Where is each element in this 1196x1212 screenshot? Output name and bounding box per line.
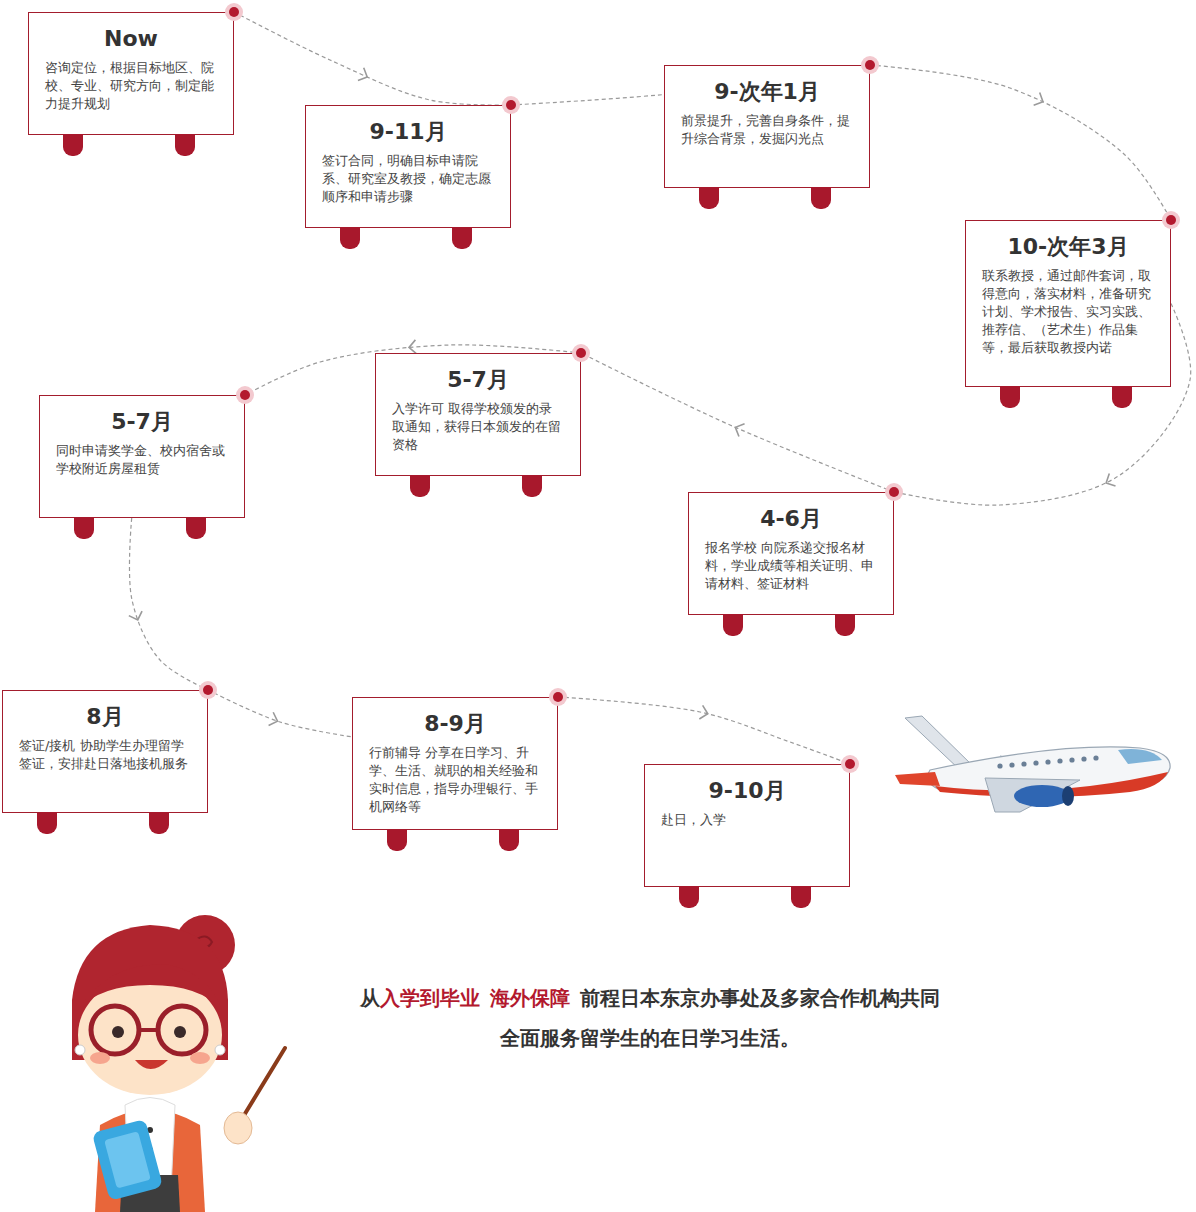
- timeline-dot: [865, 60, 875, 70]
- timeline-dot: [553, 692, 563, 702]
- timeline-dot: [889, 487, 899, 497]
- dashed-connector: [129, 518, 208, 690]
- caption-text: 前程日本东京办事处及多家合作机构共同: [580, 986, 940, 1010]
- period-heading: Now: [45, 25, 217, 53]
- period-heading: 5-7月: [56, 408, 228, 436]
- timeline-box: 5-7月同时申请奖学金、校内宿舍或学校附近房屋租赁: [39, 395, 245, 518]
- box-tab: [340, 227, 360, 249]
- dashed-connector: [870, 65, 1171, 220]
- arrow-chevron: [1034, 93, 1046, 109]
- box-tab: [175, 134, 195, 156]
- dashed-connector: [234, 12, 511, 105]
- timeline-box: 9-次年1月前景提升，完善自身条件，提升综合背景，发掘闪光点: [664, 65, 870, 188]
- period-heading: 5-7月: [392, 366, 564, 394]
- arrow-chevron: [269, 712, 280, 728]
- dashed-connector: [208, 690, 352, 737]
- arrow-chevron: [358, 68, 370, 84]
- box-tab: [149, 812, 169, 834]
- timeline-box: 10-次年3月联系教授，通过邮件套词，取得意向，落实材料，准备研究计划、学术报告…: [965, 220, 1171, 387]
- timeline-dot: [576, 348, 586, 358]
- arrow-chevron: [733, 421, 745, 437]
- step-description: 报名学校 向院系递交报名材料，学业成绩等相关证明、申请材料、签证材料: [705, 539, 877, 593]
- box-tab: [699, 187, 719, 209]
- timeline-box: 8月签证/接机 协助学生办理留学签证，安排赴日落地接机服务: [2, 690, 208, 813]
- timeline-dot: [240, 390, 250, 400]
- step-description: 前景提升，完善自身条件，提升综合背景，发掘闪光点: [681, 112, 853, 148]
- period-heading: 10-次年3月: [982, 233, 1154, 261]
- box-tab: [811, 187, 831, 209]
- timeline-box: 4-6月报名学校 向院系递交报名材料，学业成绩等相关证明、申请材料、签证材料: [688, 492, 894, 615]
- period-heading: 9-次年1月: [681, 78, 853, 106]
- box-tab: [1112, 386, 1132, 408]
- period-heading: 9-11月: [322, 118, 494, 146]
- step-description: 行前辅导 分享在日学习、升学、生活、就职的相关经验和实时信息，指导办理银行、手机…: [369, 744, 541, 816]
- caption-text: 入学到毕业: [380, 986, 480, 1010]
- caption-text: 从: [360, 986, 380, 1010]
- timeline-dot: [203, 685, 213, 695]
- period-heading: 9-10月: [661, 777, 833, 805]
- period-heading: 8月: [19, 703, 191, 731]
- dashed-connector: [558, 697, 850, 764]
- box-tab: [186, 517, 206, 539]
- step-description: 同时申请奖学金、校内宿舍或学校附近房屋租赁: [56, 442, 228, 478]
- timeline-box: 9-10月赴日，入学: [644, 764, 850, 887]
- box-tab: [37, 812, 57, 834]
- timeline-box: 8-9月行前辅导 分享在日学习、升学、生活、就职的相关经验和实时信息，指导办理银…: [352, 697, 558, 830]
- step-description: 签证/接机 协助学生办理留学签证，安排赴日落地接机服务: [19, 737, 191, 773]
- box-tab: [74, 517, 94, 539]
- arrow-chevron: [699, 705, 709, 720]
- timeline-dot: [845, 759, 855, 769]
- teacher-figure: [72, 915, 285, 1212]
- box-tab: [499, 829, 519, 851]
- step-description: 赴日，入学: [661, 811, 833, 829]
- timeline-dot: [229, 7, 239, 17]
- box-tab: [723, 614, 743, 636]
- box-tab: [791, 886, 811, 908]
- box-tab: [387, 829, 407, 851]
- box-tab: [63, 134, 83, 156]
- box-tab: [452, 227, 472, 249]
- timeline-box: Now 咨询定位，根据目标地区、院校、专业、研究方向，制定能力提升规划: [28, 12, 234, 135]
- arrow-chevron: [129, 611, 145, 622]
- box-tab: [410, 475, 430, 497]
- step-description: 入学许可 取得学校颁发的录取通知，获得日本颁发的在留资格: [392, 400, 564, 454]
- caption-text: 海外保障: [490, 986, 570, 1010]
- timeline-box: 5-7月入学许可 取得学校颁发的录取通知，获得日本颁发的在留资格: [375, 353, 581, 476]
- period-heading: 8-9月: [369, 710, 541, 738]
- caption-text: 全面服务留学生的在日学习生活。: [500, 1026, 800, 1050]
- timeline-box: 9-11月签订合同，明确目标申请院系、研究室及教授，确定志愿顺序和申请步骤: [305, 105, 511, 228]
- step-description: 签订合同，明确目标申请院系、研究室及教授，确定志愿顺序和申请步骤: [322, 152, 494, 206]
- step-description: 咨询定位，根据目标地区、院校、专业、研究方向，制定能力提升规划: [45, 59, 217, 113]
- caption-line: 从入学到毕业海外保障前程日本东京办事处及多家合作机构共同: [200, 984, 1100, 1012]
- timeline-dot: [506, 100, 516, 110]
- box-tab: [1000, 386, 1020, 408]
- arrow-chevron: [1103, 474, 1115, 490]
- dashed-connector: [581, 353, 894, 492]
- caption-line: 全面服务留学生的在日学习生活。: [200, 1024, 1100, 1052]
- timeline-dot: [1166, 215, 1176, 225]
- step-description: 联系教授，通过邮件套词，取得意向，落实材料，准备研究计划、学术报告、实习实践、推…: [982, 267, 1154, 357]
- airplane: [895, 716, 1170, 812]
- box-tab: [679, 886, 699, 908]
- period-heading: 4-6月: [705, 505, 877, 533]
- box-tab: [522, 475, 542, 497]
- box-tab: [835, 614, 855, 636]
